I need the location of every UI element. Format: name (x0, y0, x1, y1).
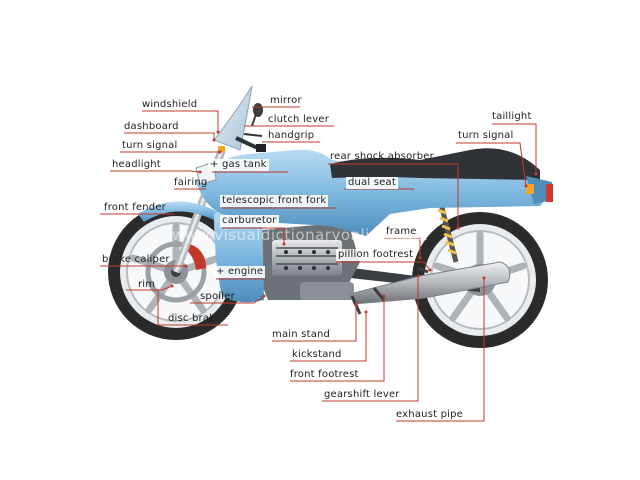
leader-headlight (110, 170, 201, 173)
leader-main-stand (272, 304, 357, 342)
label-windshield: windshield (142, 99, 198, 110)
leader-kickstand (290, 312, 367, 362)
leader-dashboard (124, 132, 215, 140)
windshield-shape (213, 85, 253, 151)
label-engine: + engine (214, 266, 266, 278)
front-turn-signal-shape (218, 146, 225, 152)
leader-rim (126, 285, 173, 291)
engine-block (256, 222, 360, 300)
label-taillight: taillight (492, 111, 532, 122)
taillight-shape (546, 184, 553, 202)
label-gearshift-lever: gearshift lever (324, 389, 400, 400)
label-frame: frame (384, 226, 419, 238)
leader-windshield (142, 110, 219, 132)
label-pillion-footrest: pillion footrest (336, 249, 416, 261)
leader-frame (384, 237, 421, 258)
label-turn-signal-rear: turn signal (458, 130, 514, 141)
label-gas-tank: + gas tank (208, 159, 269, 171)
handlebar (235, 133, 266, 152)
leader-spoiler (190, 295, 265, 304)
rear-turn-signal-shape (526, 184, 534, 194)
leader-front-footrest (290, 296, 385, 382)
leader-exhaust-pipe (396, 278, 485, 422)
label-dashboard: dashboard (124, 121, 179, 132)
tail-section (526, 176, 552, 204)
label-main-stand: main stand (272, 329, 331, 340)
leader-pillion-footrest (336, 261, 431, 271)
label-exhaust-pipe: exhaust pipe (396, 409, 464, 420)
leader-turn-signal-rear (456, 142, 527, 187)
label-brake-caliper: brake caliper (102, 254, 170, 265)
leader-carburetor (222, 227, 285, 244)
label-carburetor: carburetor (220, 215, 279, 227)
label-dual-seat: dual seat (346, 177, 398, 189)
body-shape (196, 149, 548, 236)
mirror-shape (251, 103, 263, 127)
label-handgrip: handgrip (268, 130, 315, 141)
label-clutch-lever: clutch lever (268, 114, 330, 125)
exhaust-pipe-shape (349, 261, 511, 305)
leader-gearshift-lever (322, 276, 419, 402)
label-rim: rim (138, 279, 156, 290)
watermark-text: www.visualdictionaryonline.com (172, 226, 429, 244)
leader-disc-brake (157, 289, 228, 326)
label-telescopic-front-fork: telescopic front fork (220, 195, 329, 207)
leader-rear-shock-absorber (328, 163, 459, 228)
label-disc-brake: disc brake (168, 313, 222, 324)
label-front-footrest: front footrest (290, 369, 359, 380)
label-rear-shock-absorber: rear shock absorber (330, 151, 434, 162)
label-mirror: mirror (270, 95, 302, 106)
label-kickstand: kickstand (292, 349, 342, 360)
rear-shock (437, 199, 459, 263)
front-fender-shape (138, 201, 218, 222)
label-spoiler: spoiler (200, 291, 235, 302)
label-turn-signal-front: turn signal (122, 140, 178, 151)
label-front-fender: front fender (104, 202, 166, 213)
leader-taillight (492, 123, 537, 174)
leader-lines (100, 106, 537, 422)
leader-endpoints (170, 130, 538, 314)
label-headlight: headlight (112, 159, 161, 170)
label-fairing: fairing (174, 177, 208, 188)
